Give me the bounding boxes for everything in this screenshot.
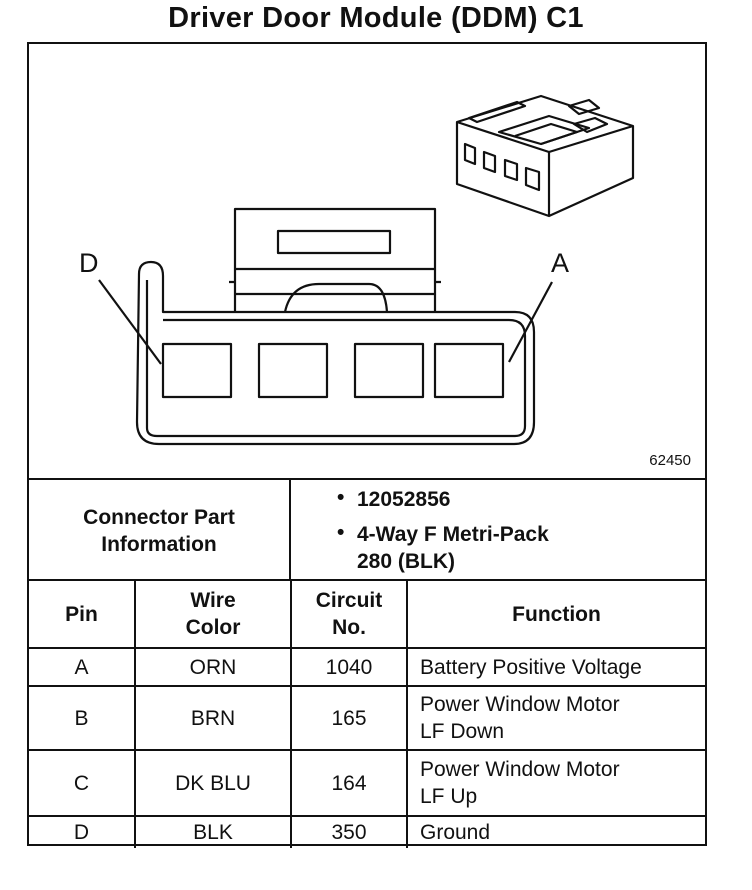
pin-label-a: A — [551, 248, 570, 278]
cell-wire-color: BLK — [134, 815, 292, 848]
cell-circuit: 1040 — [290, 647, 408, 687]
page-title: Driver Door Module (DDM) C1 — [168, 2, 584, 34]
pin-cavity-c — [257, 342, 329, 399]
connector-info-label-line2: Information — [101, 532, 217, 556]
header-function: Function — [406, 579, 705, 649]
figure-id: 62450 — [649, 452, 691, 469]
table-row: D BLK 350 Ground — [29, 815, 705, 848]
bullet-icon: • — [337, 521, 345, 544]
part-number: 12052856 — [357, 488, 451, 511]
pin-cavity-a — [433, 342, 505, 399]
leader-a — [508, 281, 553, 363]
bullet-icon: • — [337, 486, 345, 509]
cell-wire-color: BRN — [134, 685, 292, 751]
connector-frame: D A 62450 Connector Part Information • 1… — [27, 42, 707, 848]
cell-pin: A — [29, 647, 136, 687]
cell-function: Battery Positive Voltage — [406, 647, 705, 687]
connector-info-label-line1: Connector Part — [83, 505, 235, 529]
cell-wire-color: ORN — [134, 647, 292, 687]
cell-circuit: 350 — [290, 815, 408, 848]
cell-circuit: 165 — [290, 685, 408, 751]
connector-type-line1: 4-Way F Metri-Pack — [357, 523, 549, 546]
pin-cavity-b — [353, 342, 425, 399]
connector-info-values: • 12052856 • 4-Way F Metri-Pack 280 (BLK… — [291, 480, 705, 581]
connector-iso-view — [455, 94, 635, 218]
connector-info-label: Connector Part Information — [29, 480, 291, 581]
connector-type-line2: 280 (BLK) — [357, 550, 456, 573]
leader-d — [98, 279, 162, 365]
cell-pin: C — [29, 749, 136, 817]
connector-face-drawing — [98, 94, 635, 446]
cell-circuit: 164 — [290, 749, 408, 817]
connector-info-section: Connector Part Information • 12052856 • … — [29, 478, 705, 581]
table-row: A ORN 1040 Battery Positive Voltage — [29, 647, 705, 687]
connector-face — [98, 207, 553, 446]
connector-figure: D A 62450 — [29, 44, 705, 478]
cell-wire-color: DK BLU — [134, 749, 292, 817]
header-pin: Pin — [29, 579, 136, 649]
pin-label-d: D — [79, 248, 99, 278]
cell-pin: D — [29, 815, 136, 848]
cell-function: Ground — [406, 815, 705, 848]
pin-cavity-d — [161, 342, 233, 399]
cell-pin: B — [29, 685, 136, 751]
